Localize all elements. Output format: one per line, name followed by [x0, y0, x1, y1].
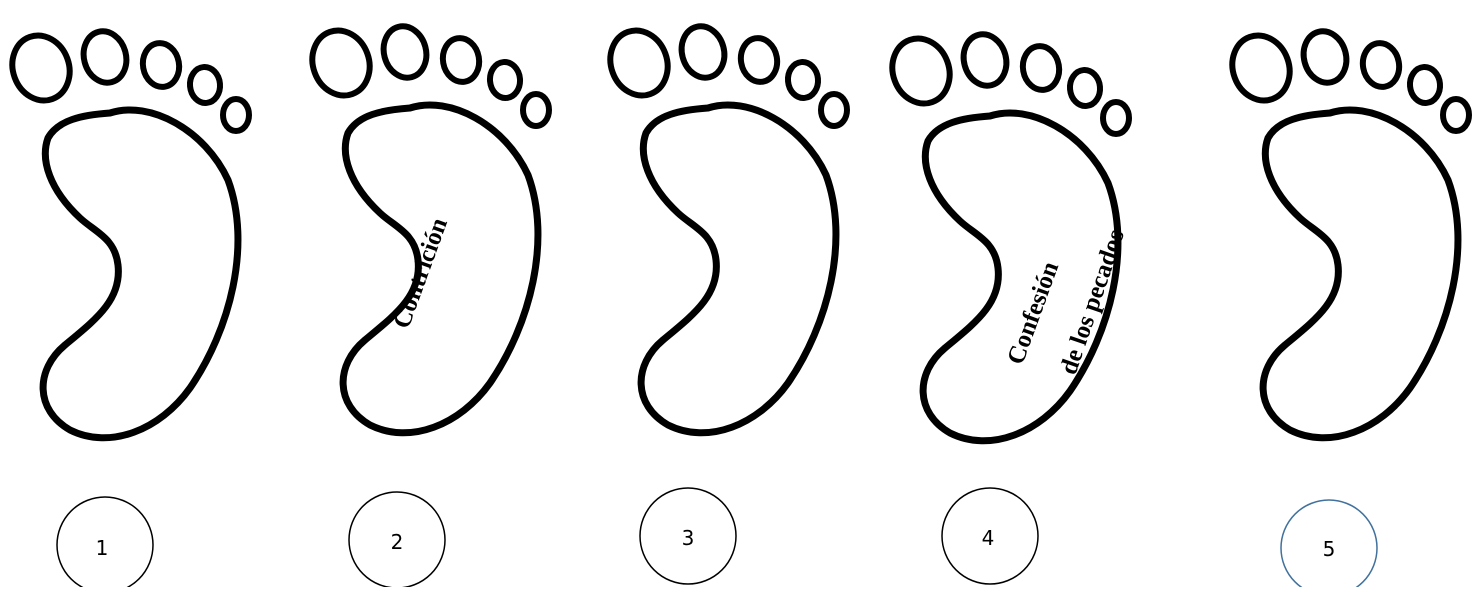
toes-icon — [303, 21, 549, 126]
sole-icon — [43, 110, 238, 438]
step-number-5: 5 — [1281, 500, 1377, 587]
footprint-5 — [1223, 26, 1469, 437]
toes-icon — [601, 21, 847, 126]
step-number-label: 1 — [96, 536, 109, 560]
step-number-label: 4 — [982, 526, 995, 550]
footprint-3 — [601, 21, 847, 432]
step-number-label: 2 — [391, 530, 404, 554]
sole-icon — [343, 105, 538, 433]
toes-icon — [1223, 26, 1469, 131]
step-number-label: 5 — [1323, 537, 1336, 561]
step-number-1: 1 — [57, 497, 153, 587]
step-number-2: 2 — [349, 492, 445, 587]
step-number-label: 3 — [682, 526, 695, 550]
foot-label-contricion: Contrición — [388, 214, 453, 332]
toes-icon — [883, 29, 1129, 134]
footprint-4 — [883, 29, 1129, 440]
step-number-4: 4 — [942, 488, 1038, 584]
toes-icon — [3, 26, 249, 131]
foot-label-confesion: Confesión — [1002, 258, 1064, 368]
step-number-3: 3 — [640, 488, 736, 584]
footprint-1 — [3, 26, 249, 437]
sole-icon — [641, 105, 836, 433]
sole-icon — [1263, 110, 1458, 438]
